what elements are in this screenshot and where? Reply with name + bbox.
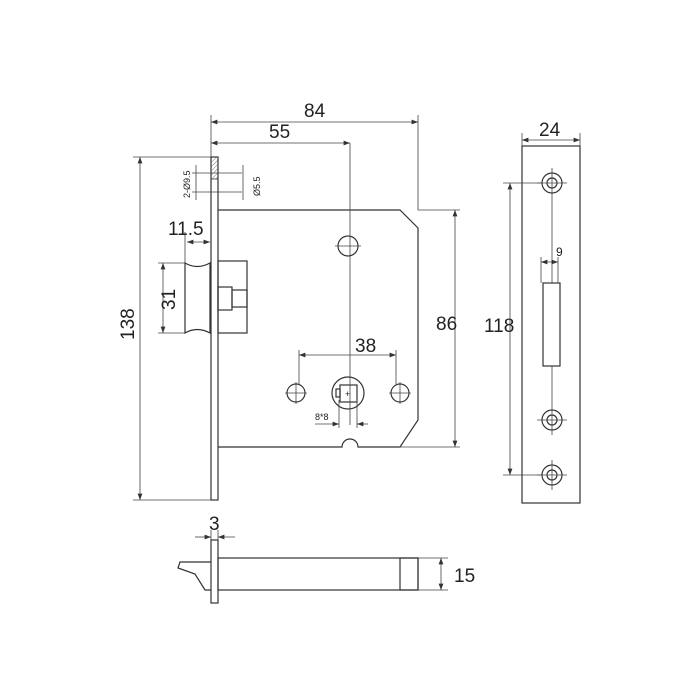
fixing-hole-right	[389, 382, 411, 404]
dim-latch-height: 31	[159, 289, 180, 310]
fixing-hole-left	[285, 382, 307, 404]
lock-body	[218, 209, 419, 448]
dim-body-height: 86	[436, 314, 457, 335]
dim-screw-hole-inner: Ø5.5	[252, 176, 262, 196]
strike-slot	[542, 282, 561, 367]
dim-overall-width: 84	[304, 101, 326, 122]
latch-bolt	[184, 261, 211, 335]
dim-strike-width: 24	[539, 120, 561, 141]
dim-body-thickness: 15	[454, 566, 475, 587]
latch-edge	[177, 561, 211, 591]
faceplate-edge	[210, 539, 219, 604]
faceplate-section-hatch	[210, 156, 219, 180]
strike-plate	[521, 145, 581, 504]
front-view: + 84 55 138 86 11.5 31	[118, 101, 460, 501]
spindle-hole: +	[331, 376, 365, 410]
strike-hole-middle	[537, 405, 567, 435]
dim-screw-holes: 2-Ø9.5	[182, 170, 192, 198]
dim-faceplate-thickness: 3	[209, 514, 220, 535]
dim-hole-spacing: 38	[355, 336, 376, 357]
dim-faceplate-height: 138	[118, 308, 139, 340]
dim-spindle: 8*8	[315, 412, 329, 422]
dim-strike-slot: 9	[556, 245, 563, 259]
faceplate	[210, 156, 219, 501]
strike-plate-view: 24 9 118	[484, 120, 581, 504]
fixing-hole-top	[335, 235, 361, 257]
dim-latch-projection: 11.5	[168, 219, 204, 240]
svg-text:+: +	[345, 389, 350, 399]
bottom-view: 3 15	[177, 514, 475, 604]
body-edge	[217, 557, 419, 591]
dim-backset: 55	[269, 122, 290, 143]
dim-strike-hole-spacing: 118	[484, 316, 514, 337]
